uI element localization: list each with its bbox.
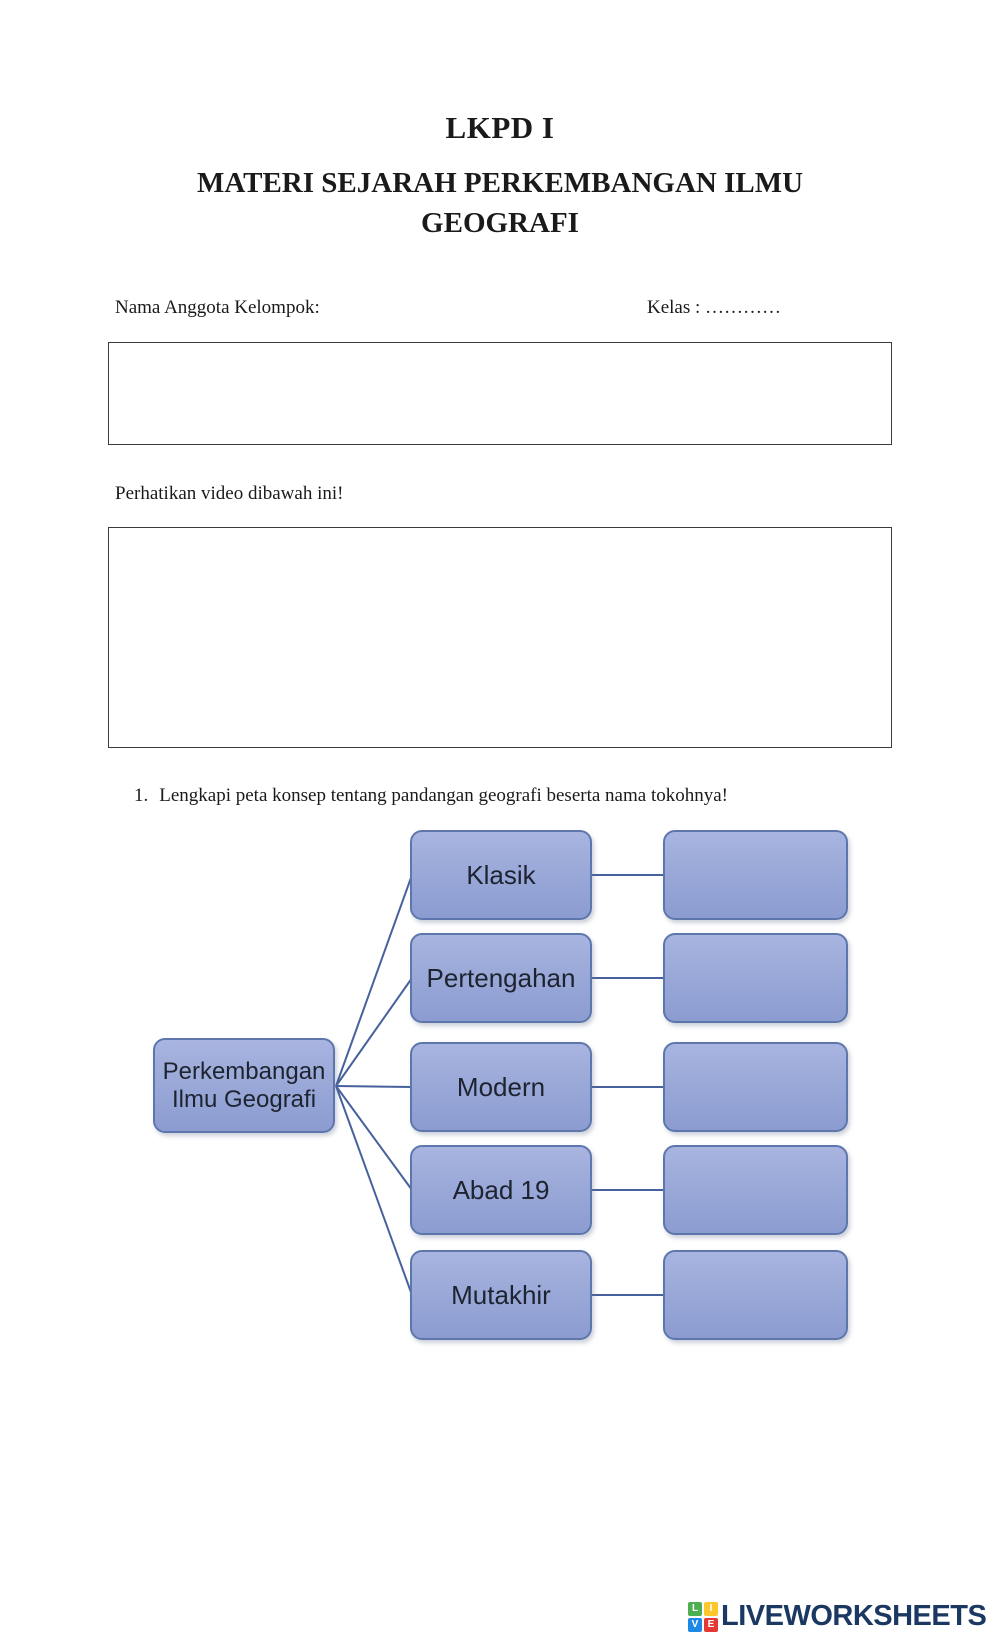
concept-map-root-label: Perkembangan Ilmu Geografi: [162, 1057, 326, 1113]
task-text: Lengkapi peta konsep tentang pandangan g…: [159, 785, 728, 806]
answer-box-2[interactable]: [663, 933, 848, 1023]
connector-line: [335, 977, 413, 1087]
concept-map-root-node: Perkembangan Ilmu Geografi: [153, 1038, 335, 1133]
group-members-label: Nama Anggota Kelompok:: [115, 297, 320, 318]
branch-label: Pertengahan: [426, 962, 576, 993]
branch-label: Mutakhir: [451, 1279, 551, 1310]
logo-square-e: E: [704, 1617, 718, 1632]
answer-box-3[interactable]: [663, 1042, 848, 1132]
page-title: LKPD I: [445, 110, 555, 145]
logo-square-v: V: [688, 1617, 702, 1632]
branch-node-klasik: Klasik: [410, 830, 592, 920]
task-instruction: 1. Lengkapi peta konsep tentang pandanga…: [134, 785, 728, 807]
brand-name: LIVEWORKSHEETS: [721, 1600, 987, 1632]
connector-line: [335, 1085, 413, 1191]
branch-node-modern: Modern: [410, 1042, 592, 1132]
branch-label: Abad 19: [452, 1174, 550, 1205]
answer-box-1[interactable]: [663, 830, 848, 920]
class-label: Kelas : …………: [647, 297, 782, 318]
answer-box-5[interactable]: [663, 1250, 848, 1340]
logo-square-l: L: [688, 1601, 702, 1616]
branch-node-abad-19: Abad 19: [410, 1145, 592, 1235]
connector-line: [335, 874, 413, 1087]
branch-label: Klasik: [466, 859, 536, 890]
branch-label: Modern: [456, 1071, 546, 1102]
answer-box-4[interactable]: [663, 1145, 848, 1235]
task-number: 1.: [134, 785, 149, 806]
logo-square-i: I: [704, 1601, 718, 1616]
branch-node-pertengahan: Pertengahan: [410, 933, 592, 1023]
video-embed-box[interactable]: [108, 527, 892, 748]
group-members-input-box[interactable]: [108, 342, 892, 445]
branch-node-mutakhir: Mutakhir: [410, 1250, 592, 1340]
connector-line: [335, 1085, 413, 1088]
connector-line: [335, 1085, 413, 1296]
page-subtitle: MATERI SEJARAH PERKEMBANGAN ILMU GEOGRAF…: [196, 167, 804, 239]
video-prompt-label: Perhatikan video dibawah ini!: [115, 483, 344, 504]
